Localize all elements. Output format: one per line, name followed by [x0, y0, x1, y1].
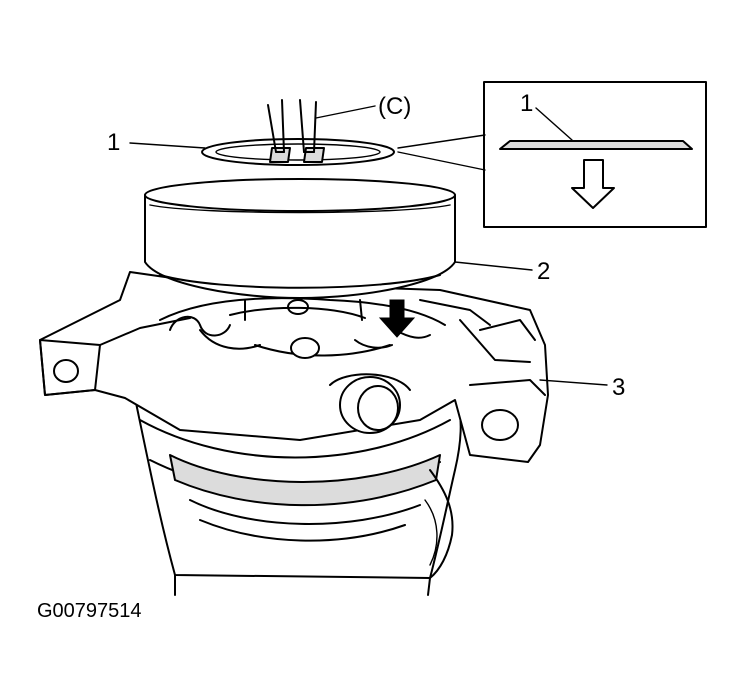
snap-ring-pliers: [267, 99, 317, 153]
callout-tool-c: (C): [378, 93, 411, 120]
snap-ring: [201, 138, 395, 166]
callout-part3: 3: [612, 374, 625, 401]
housing: [39, 271, 549, 463]
housing-body: [134, 397, 462, 596]
inset-detail: [483, 81, 707, 228]
leader-lines: [129, 105, 608, 386]
figure-id: G00797514: [37, 600, 142, 622]
callout-part1: 1: [107, 129, 120, 156]
rotor: [144, 178, 456, 299]
callout-inset-part1: 1: [520, 90, 533, 117]
down-arrow-outline-icon: [571, 159, 615, 209]
callout-part2: 2: [537, 258, 550, 285]
down-arrow-solid-icon: [378, 299, 416, 338]
